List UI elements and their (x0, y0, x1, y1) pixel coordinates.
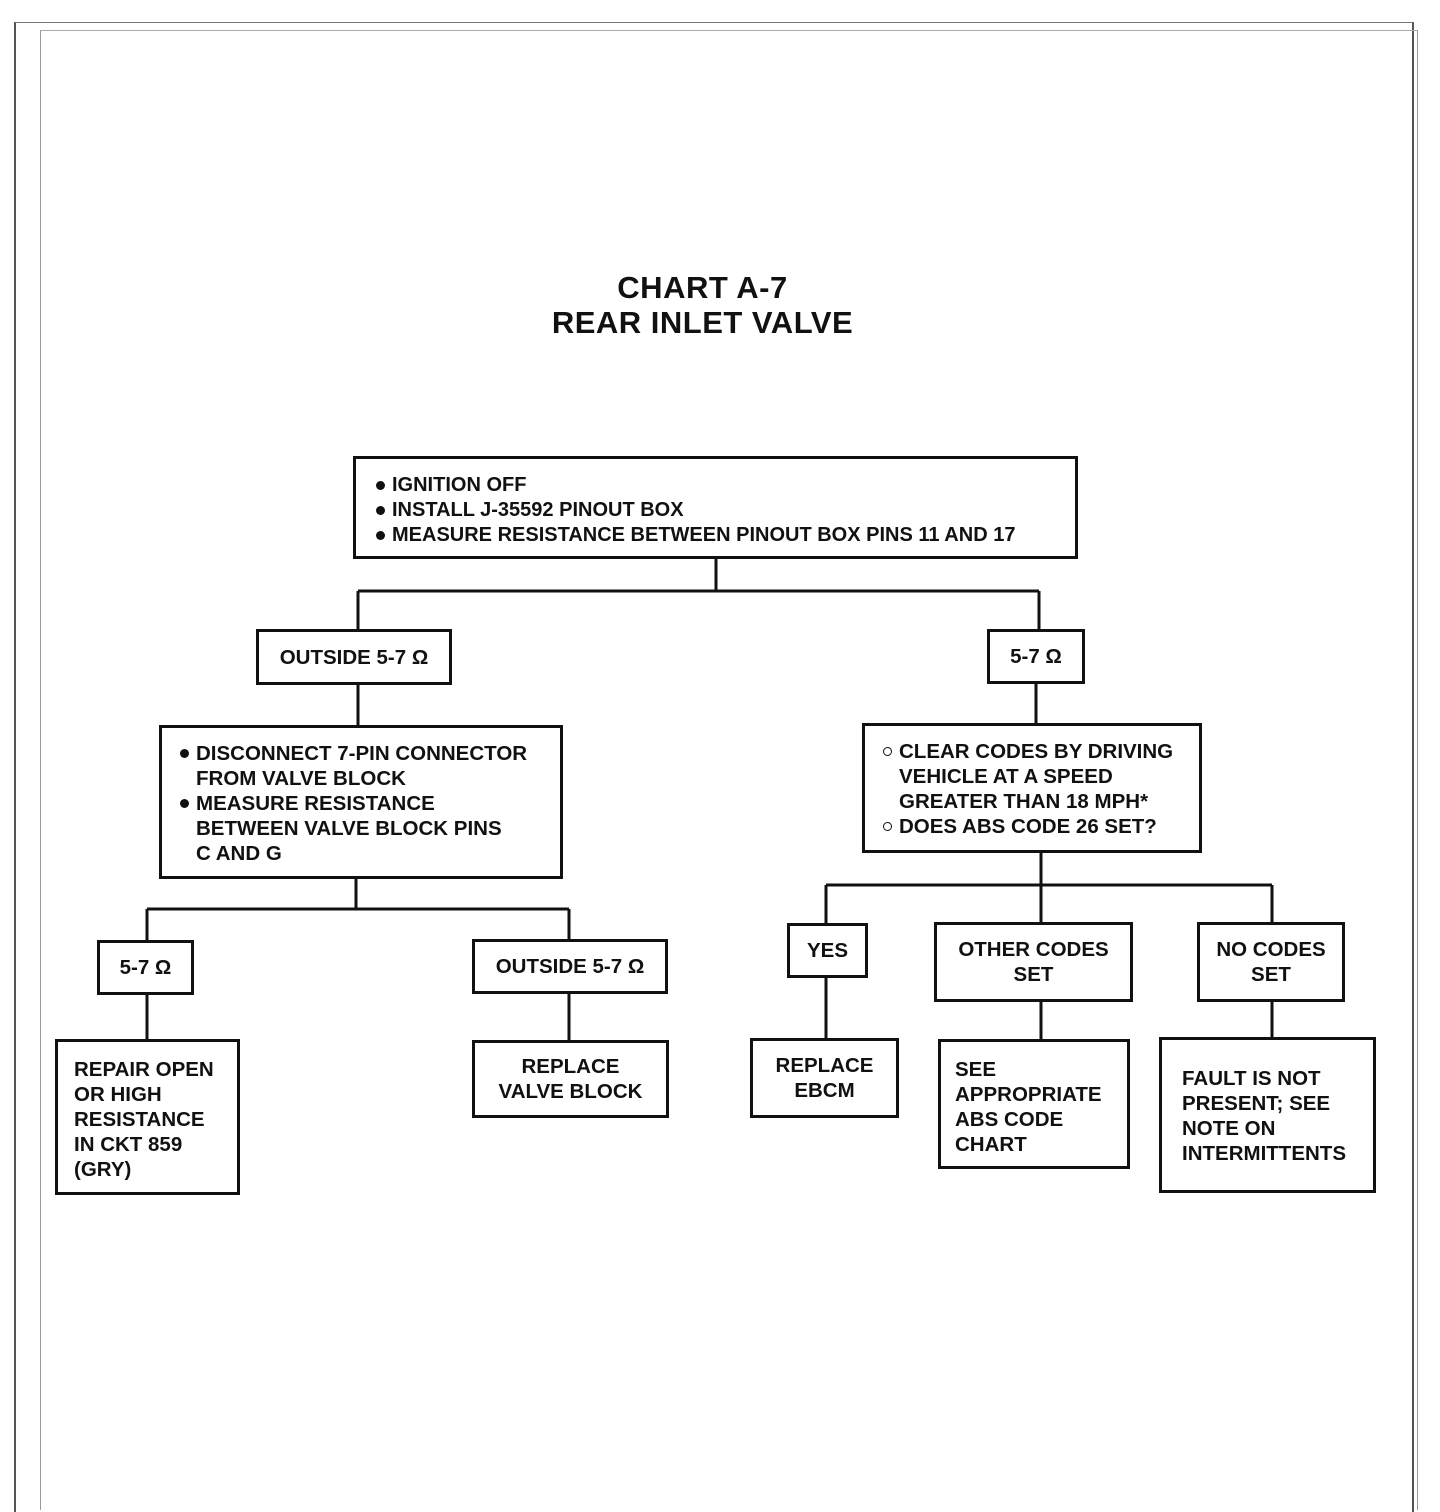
page-frame (14, 22, 1414, 1512)
start-item: MEASURE RESISTANCE BETWEEN PINOUT BOX PI… (372, 523, 1075, 548)
bullet-icon (180, 749, 189, 758)
clear-codes-item: DOES ABS CODE 26 SET? (879, 814, 1199, 839)
start-box: IGNITION OFF INSTALL J-35592 PINOUT BOX … (353, 456, 1078, 559)
clear-codes-item: CLEAR CODES BY DRIVING VEHICLE AT A SPEE… (879, 739, 1199, 814)
bullet-icon (180, 799, 189, 808)
sub-outside-range-box: OUTSIDE 5-7 Ω (472, 939, 668, 994)
page-frame-inner (40, 30, 1418, 1510)
clear-codes-box: CLEAR CODES BY DRIVING VEHICLE AT A SPEE… (862, 723, 1202, 853)
disconnect-item: DISCONNECT 7-PIN CONNECTOR FROM VALVE BL… (176, 741, 560, 791)
repair-box: REPAIR OPEN OR HIGH RESISTANCE IN CKT 85… (55, 1039, 240, 1195)
sub-in-range-box: 5-7 Ω (97, 940, 194, 995)
connector-start-split (356, 558, 1041, 630)
bullet-icon (376, 531, 385, 540)
replace-ebcm-box: REPLACE EBCM (750, 1038, 899, 1118)
start-item: INSTALL J-35592 PINOUT BOX (372, 498, 1075, 523)
chart-title: CHART A-7 (617, 270, 788, 305)
bullet-icon (376, 506, 385, 515)
open-bullet-icon (883, 822, 892, 831)
yes-box: YES (787, 923, 868, 978)
replace-valve-block-box: REPLACE VALVE BLOCK (472, 1040, 669, 1118)
open-bullet-icon (883, 747, 892, 756)
see-chart-box: SEE APPROPRIATE ABS CODE CHART (938, 1039, 1130, 1169)
disconnect-item: MEASURE RESISTANCE BETWEEN VALVE BLOCK P… (176, 791, 560, 866)
no-codes-box: NO CODES SET (1197, 922, 1345, 1002)
other-codes-box: OTHER CODES SET (934, 922, 1133, 1002)
in-range-resistance-box: 5-7 Ω (987, 629, 1085, 684)
fault-not-present-box: FAULT IS NOT PRESENT; SEE NOTE ON INTERM… (1159, 1037, 1376, 1193)
start-item: IGNITION OFF (372, 473, 1075, 498)
bullet-icon (376, 481, 385, 490)
connector-clear-split (824, 851, 1274, 924)
outside-resistance-box: OUTSIDE 5-7 Ω (256, 629, 452, 685)
disconnect-connector-box: DISCONNECT 7-PIN CONNECTOR FROM VALVE BL… (159, 725, 563, 879)
connector-disconnect-split (145, 877, 571, 940)
chart-subtitle: REAR INLET VALVE (551, 305, 854, 340)
